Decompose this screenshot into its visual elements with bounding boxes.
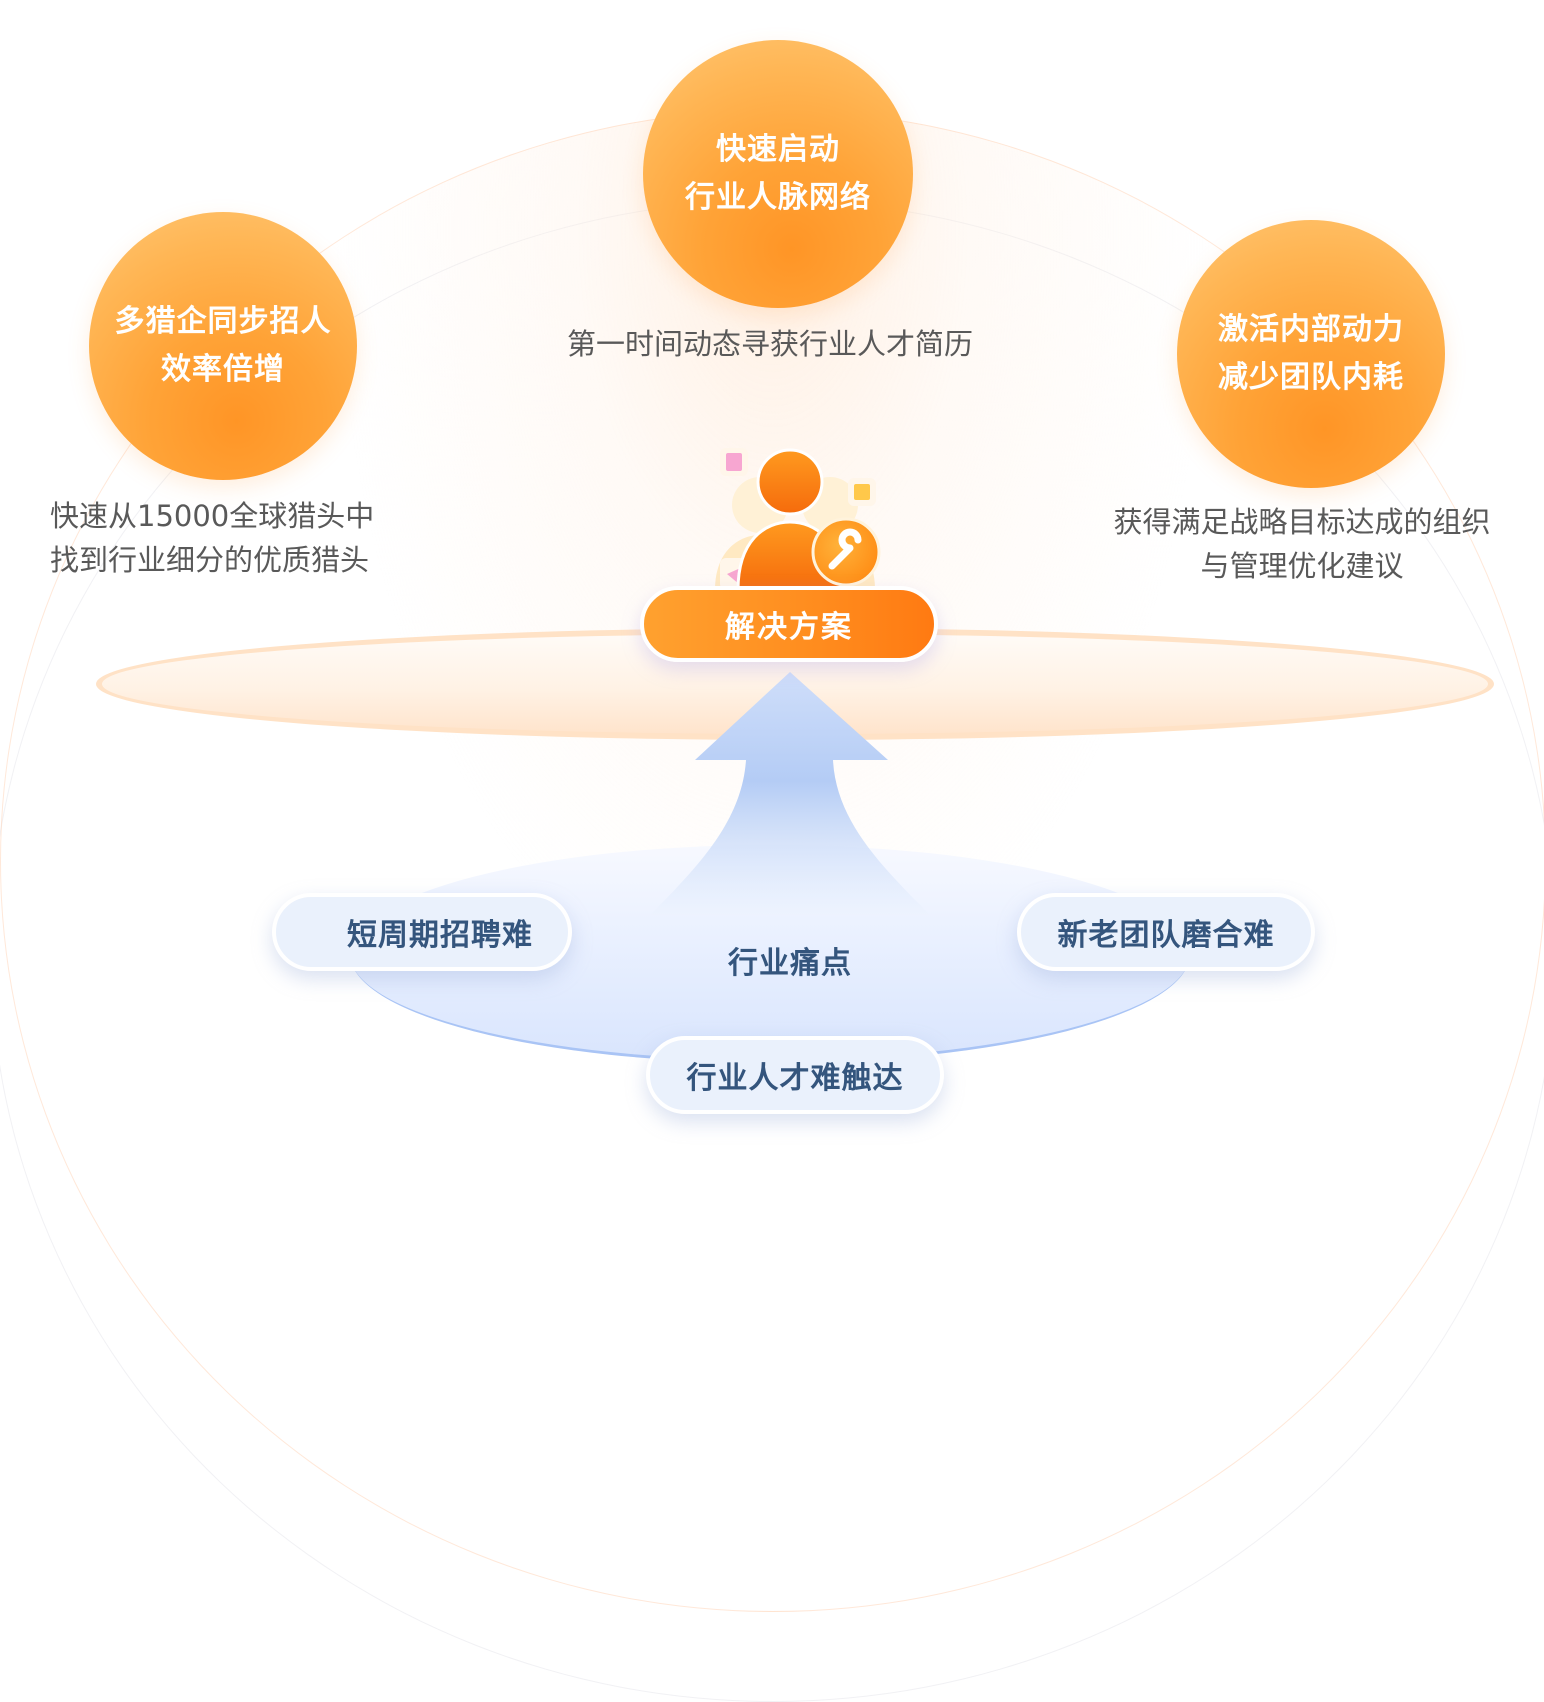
person-wrench-icon xyxy=(715,448,881,590)
benefit-title-line: 效率倍增 xyxy=(161,352,285,387)
solution-label: 解决方案 xyxy=(725,610,853,645)
pain-point-label: 行业人才难触达 xyxy=(686,1061,904,1096)
description-line: 与管理优化建议 xyxy=(1200,549,1404,583)
benefit-bubble-efficiency: 多猎企同步招人 效率倍增 xyxy=(89,212,357,480)
benefit-bubble-motivation: 激活内部动力 减少团队内耗 xyxy=(1177,220,1445,488)
pain-point-team-integration[interactable]: 新老团队磨合难 xyxy=(1017,893,1315,971)
pain-point-label: 短周期招聘难 xyxy=(347,918,533,953)
description-line: 第一时间动态寻获行业人才简历 xyxy=(566,327,973,361)
pain-point-short-cycle-hiring[interactable]: 短周期招聘难 xyxy=(272,893,572,971)
benefit-description-network: 第一时间动态寻获行业人才简历 xyxy=(540,322,1000,366)
benefit-title-line: 减少团队内耗 xyxy=(1218,360,1404,395)
benefit-description-efficiency: 快速从15000全球猎头中 找到行业细分的优质猎头 xyxy=(50,494,414,582)
benefit-title-line: 激活内部动力 xyxy=(1218,312,1404,347)
benefit-description-motivation: 获得满足战略目标达成的组织 与管理优化建议 xyxy=(1090,500,1514,588)
benefit-title-line: 行业人脉网络 xyxy=(685,180,871,215)
description-line: 找到行业细分的优质猎头 xyxy=(50,543,370,577)
benefit-title-line: 快速启动 xyxy=(716,132,840,167)
benefit-bubble-network: 快速启动 行业人脉网络 xyxy=(643,40,913,308)
benefit-title-line: 多猎企同步招人 xyxy=(114,304,332,339)
pain-point-label: 新老团队磨合难 xyxy=(1057,918,1275,953)
pain-points-title: 行业痛点 xyxy=(728,946,852,981)
description-line: 快速从15000全球猎头中 xyxy=(50,499,375,533)
description-line: 获得满足战略目标达成的组织 xyxy=(1113,505,1491,539)
pain-point-talent-reach[interactable]: 行业人才难触达 xyxy=(646,1036,944,1114)
solution-button[interactable]: 解决方案 xyxy=(640,586,938,662)
upward-arrow-icon xyxy=(650,672,930,915)
